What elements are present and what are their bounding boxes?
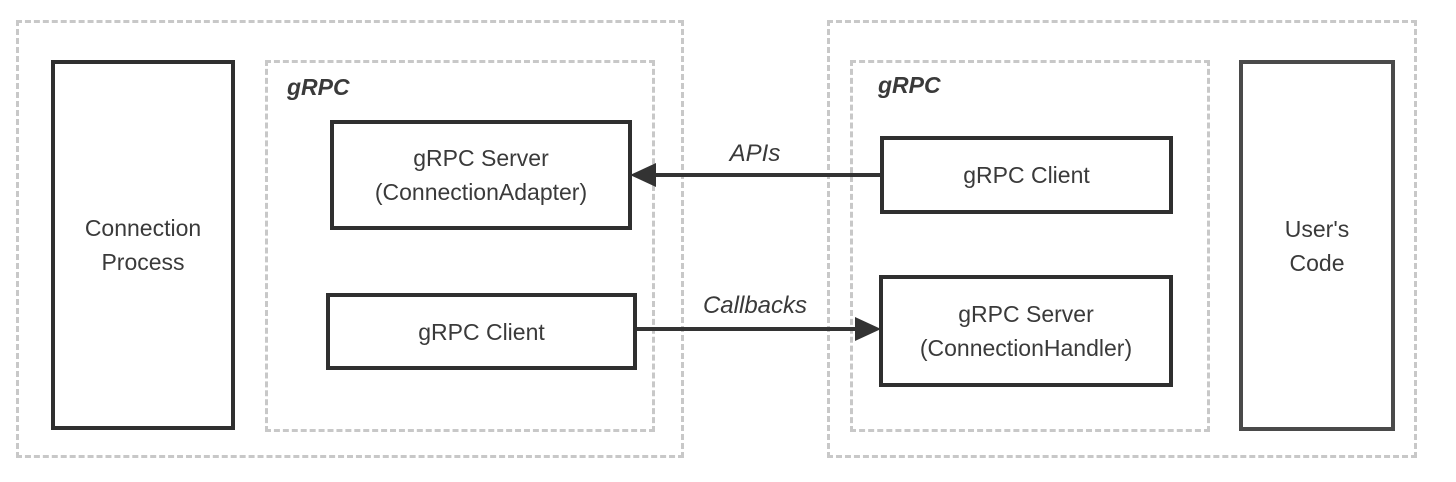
right-grpc-client-box: gRPC Client	[880, 136, 1173, 214]
left-grpc-client-label: gRPC Client	[418, 318, 545, 345]
apis-arrowhead-left-icon	[630, 163, 656, 187]
right-grpc-title: gRPC	[878, 72, 941, 98]
grpc-server-adapter-label-line2: (ConnectionAdapter)	[374, 179, 588, 205]
right-grpc-client-label: gRPC Client	[963, 162, 1090, 188]
users-code-label-line1: User's	[1284, 215, 1350, 242]
grpc-server-handler-box: gRPC Server (ConnectionHandler)	[879, 275, 1173, 387]
left-grpc-container	[265, 60, 655, 432]
left-process-container	[16, 20, 684, 458]
apis-arrow-line	[648, 173, 880, 177]
grpc-server-handler-label-line1: gRPC Server	[958, 301, 1094, 327]
connection-process-box: Connection Process	[51, 60, 235, 430]
apis-arrow-label: APIs	[729, 140, 781, 167]
users-code-label-line2: Code	[1289, 249, 1345, 276]
callbacks-arrow-label: Callbacks	[702, 292, 808, 319]
grpc-server-adapter-box: gRPC Server (ConnectionAdapter)	[330, 120, 632, 230]
callbacks-arrowhead-right-icon	[855, 317, 881, 341]
connection-process-label-line2: Process	[101, 249, 185, 275]
users-code-box: User's Code	[1239, 60, 1395, 431]
left-grpc-title: gRPC	[287, 74, 350, 100]
grpc-server-adapter-label-line1: gRPC Server	[413, 145, 549, 171]
left-grpc-client-box: gRPC Client	[326, 293, 637, 370]
right-grpc-container	[850, 60, 1210, 432]
grpc-server-handler-label-line2: (ConnectionHandler)	[919, 335, 1133, 361]
connection-process-label-line1: Connection	[84, 215, 202, 241]
callbacks-arrow-line	[637, 327, 859, 331]
right-process-container	[827, 20, 1417, 458]
